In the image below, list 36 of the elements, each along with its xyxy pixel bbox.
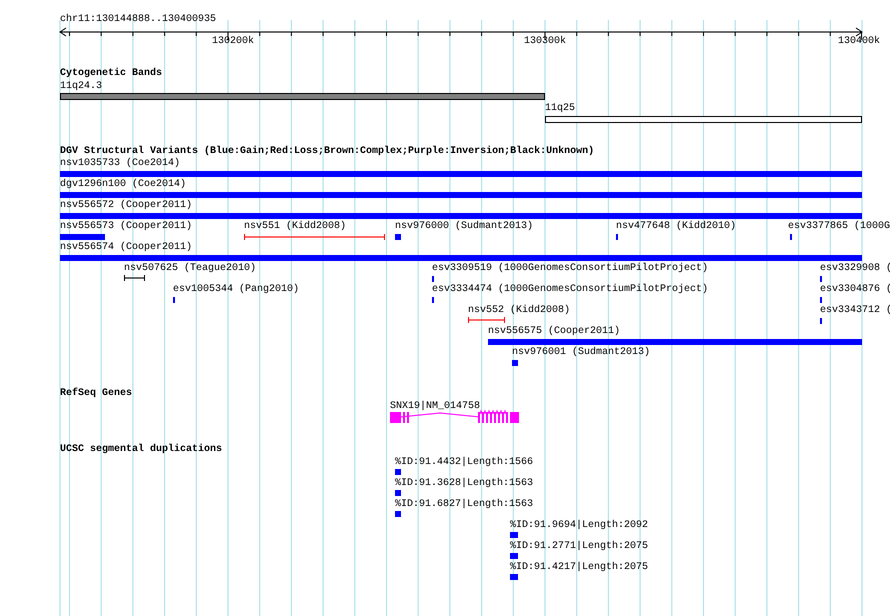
track-title: RefSeq Genes: [60, 388, 132, 400]
feature-label: esv3304876 (: [820, 284, 890, 296]
feature-label: esv3343712 (: [820, 305, 890, 317]
feature-label: nsv556574 (Cooper2011): [60, 242, 192, 254]
feature-label: %ID:91.6827|Length:1563: [395, 499, 534, 511]
tick-label: 130200k: [212, 36, 254, 48]
feature-label: nsv1035733 (Coe2014): [60, 158, 180, 170]
feature-label: nsv477648 (Kidd2010): [616, 221, 736, 233]
feature-label: %ID:91.2771|Length:2075: [510, 541, 648, 553]
feature-label: nsv507625 (Teague2010): [124, 263, 256, 275]
feature-label: nsv556572 (Cooper2011): [60, 200, 192, 212]
feature-label: esv3334474 (1000GenomesConsortiumPilotProject): [432, 284, 708, 296]
feature-label: %ID:91.4217|Length:2075: [510, 562, 648, 574]
feature-label: %ID:91.4432|Length:1566: [395, 457, 534, 469]
tick-label: 130400k: [838, 36, 880, 48]
feature-label: nsv556573 (Cooper2011): [60, 221, 192, 233]
feature-label: nsv552 (Kidd2008): [468, 305, 570, 317]
feature-label: nsv976001 (Sudmant2013): [512, 347, 650, 359]
feature-label: esv1005344 (Pang2010): [173, 284, 300, 296]
feature-label: nsv551 (Kidd2008): [244, 221, 346, 233]
track-title: DGV Structural Variants (Blue:Gain;Red:Loss;Brown:Complex;Purple:Inversion;Black:Unknown): [60, 146, 594, 158]
feature-label: esv3309519 (1000GenomesConsortiumPilotProject): [432, 263, 708, 275]
track-title: Cytogenetic Bands: [60, 68, 162, 80]
feature-label: nsv556575 (Cooper2011): [488, 326, 620, 338]
ruler-label: chr11:130144888..130400935: [60, 14, 216, 26]
feature-label: nsv976000 (Sudmant2013): [395, 221, 534, 233]
feature-label: dgv1296n100 (Coe2014): [60, 179, 186, 191]
gene-label: SNX19|NM_014758: [390, 401, 480, 413]
feature-label: esv3329908 (: [820, 263, 890, 275]
feature-label: %ID:91.9694|Length:2092: [510, 520, 648, 532]
track-title: UCSC segmental duplications: [60, 444, 222, 456]
band-label: 11q25: [545, 103, 576, 115]
feature-label: esv3377865 (1000G: [788, 221, 890, 233]
band-label: 11q24.3: [60, 81, 102, 93]
feature-label: %ID:91.3628|Length:1563: [395, 478, 534, 490]
tick-label: 130300k: [524, 36, 566, 48]
